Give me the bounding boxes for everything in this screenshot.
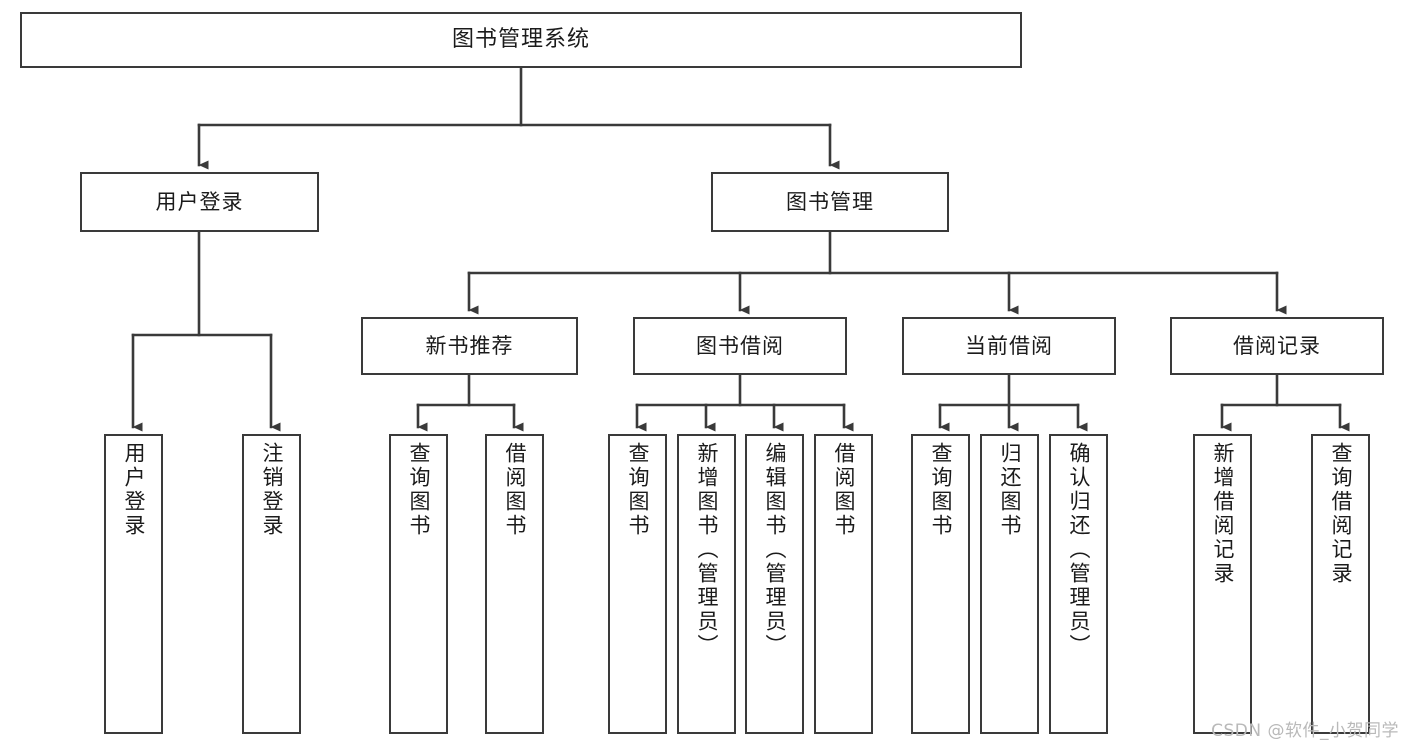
leaf-add-borrow-record[interactable]: 新增借阅记录 <box>1193 434 1252 734</box>
leaf-user-logout[interactable]: 注销登录 <box>242 434 301 734</box>
node-label: 查询图书 <box>929 442 953 538</box>
node-label: 图书管理系统 <box>451 27 590 53</box>
leaf-confirm-return-admin[interactable]: 确认归还（管理员） <box>1049 434 1108 734</box>
node-label: 查询图书 <box>626 442 650 538</box>
leaf-edit-book-admin[interactable]: 编辑图书（管理员） <box>745 434 804 734</box>
node-new-book-recommend[interactable]: 新书推荐 <box>361 317 578 375</box>
leaf-query-borrow-record[interactable]: 查询借阅记录 <box>1311 434 1370 734</box>
leaf-query-book-borrow[interactable]: 查询图书 <box>608 434 667 734</box>
node-label: 编辑图书（管理员） <box>763 442 787 658</box>
node-book-borrow[interactable]: 图书借阅 <box>633 317 847 375</box>
node-root-book-management-system[interactable]: 图书管理系统 <box>20 12 1022 68</box>
node-label: 用户登录 <box>122 442 146 538</box>
node-label: 注销登录 <box>260 442 284 538</box>
node-book-management[interactable]: 图书管理 <box>711 172 949 232</box>
csdn-watermark: CSDN @软件_小贺同学 <box>1211 721 1399 741</box>
node-label: 查询图书 <box>407 442 431 538</box>
node-label: 借阅图书 <box>832 442 856 538</box>
node-label: 用户登录 <box>155 189 244 214</box>
node-label: 归还图书 <box>998 442 1022 538</box>
node-label: 图书借阅 <box>696 333 784 358</box>
node-label: 图书管理 <box>786 189 874 214</box>
node-label: 当前借阅 <box>965 333 1053 358</box>
leaf-query-book-recommend[interactable]: 查询图书 <box>389 434 448 734</box>
node-user-login[interactable]: 用户登录 <box>80 172 319 232</box>
node-current-borrow[interactable]: 当前借阅 <box>902 317 1116 375</box>
node-label: 确认归还（管理员） <box>1067 442 1091 658</box>
leaf-borrow-book[interactable]: 借阅图书 <box>814 434 873 734</box>
leaf-borrow-book-recommend[interactable]: 借阅图书 <box>485 434 544 734</box>
node-label: 借阅记录 <box>1233 333 1321 358</box>
node-label: 借阅图书 <box>503 442 527 538</box>
node-label: 新增借阅记录 <box>1211 442 1235 586</box>
node-label: 新书推荐 <box>425 333 514 358</box>
leaf-query-book-current[interactable]: 查询图书 <box>911 434 970 734</box>
leaf-add-book-admin[interactable]: 新增图书（管理员） <box>677 434 736 734</box>
leaf-user-login[interactable]: 用户登录 <box>104 434 163 734</box>
node-borrow-record[interactable]: 借阅记录 <box>1170 317 1384 375</box>
leaf-return-book[interactable]: 归还图书 <box>980 434 1039 734</box>
node-label: 查询借阅记录 <box>1329 442 1353 586</box>
node-label: 新增图书（管理员） <box>695 442 719 658</box>
